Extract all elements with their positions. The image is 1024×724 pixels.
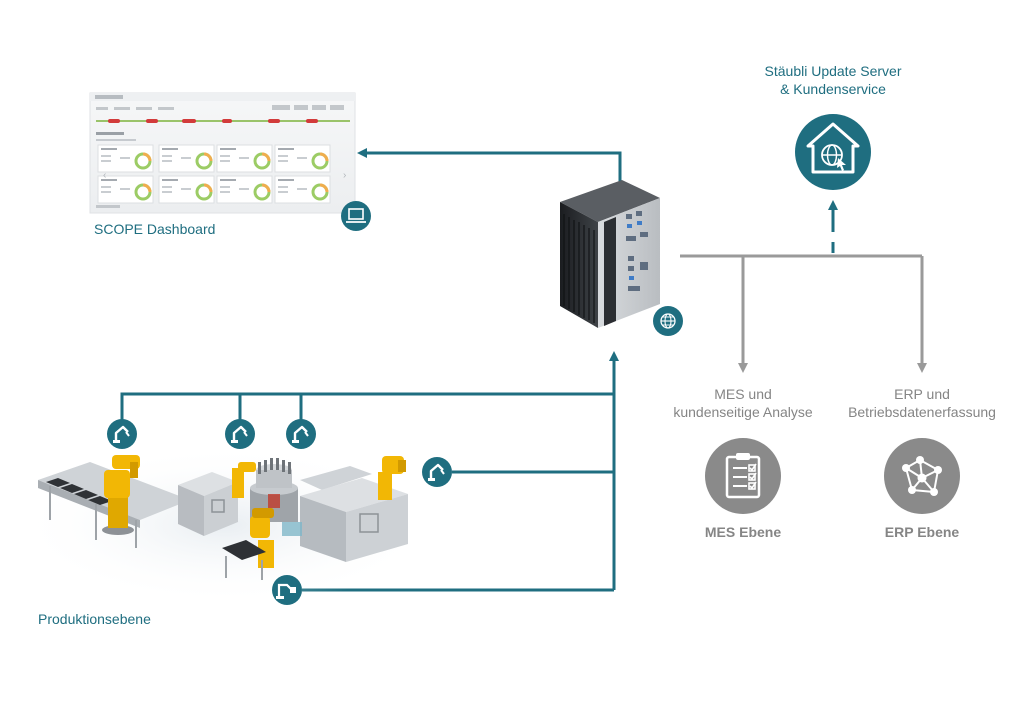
industrial-pc-image	[560, 180, 660, 328]
svg-text:‹: ‹	[103, 170, 106, 181]
robot-controller-icon	[272, 575, 302, 605]
robot-arm-icon	[107, 419, 137, 449]
mes-level-label: MES Ebene	[704, 524, 782, 540]
dashboard-mini-card	[97, 175, 154, 204]
globe-house-icon	[795, 114, 871, 190]
erp-level-label: ERP Ebene	[884, 524, 960, 540]
dashboard-mini-card	[216, 175, 273, 204]
robot-arm-icon	[286, 419, 316, 449]
erp-label-line1: ERP und	[894, 386, 950, 402]
dashboard-mini-card	[158, 144, 215, 173]
dashboard-mini-card	[274, 175, 331, 204]
svg-text:›: ›	[343, 170, 346, 181]
production-level-label: Produktionsebene	[38, 611, 151, 627]
mes-label-line1: MES und	[714, 386, 772, 402]
erp-label-line2: Betriebsdatenerfassung	[848, 404, 996, 420]
robot-arm-icon	[422, 457, 452, 487]
mes-label-line2: kundenseitige Analyse	[673, 404, 813, 420]
scope-dashboard-label: SCOPE Dashboard	[94, 221, 216, 237]
dashboard-mini-card	[274, 144, 331, 173]
dashboard-mini-card	[158, 175, 215, 204]
laptop-icon	[341, 201, 371, 231]
scope-dashboard-screenshot: ‹ ›	[89, 92, 356, 214]
production-uplink-lines	[120, 351, 619, 592]
robot-arm-icon	[225, 419, 255, 449]
dashboard-mini-card	[216, 144, 273, 173]
checklist-icon	[705, 438, 781, 514]
network-nodes-icon	[884, 438, 960, 514]
update-server-label-line1: Stäubli Update Server	[764, 63, 902, 79]
update-server-label-line2: & Kundenservice	[780, 81, 886, 97]
dashboard-mini-card	[97, 144, 154, 173]
enterprise-bus-lines	[680, 254, 927, 373]
production-line-image	[15, 445, 435, 605]
ipc-to-dashboard-line	[357, 148, 622, 185]
globe-network-icon	[653, 306, 683, 336]
